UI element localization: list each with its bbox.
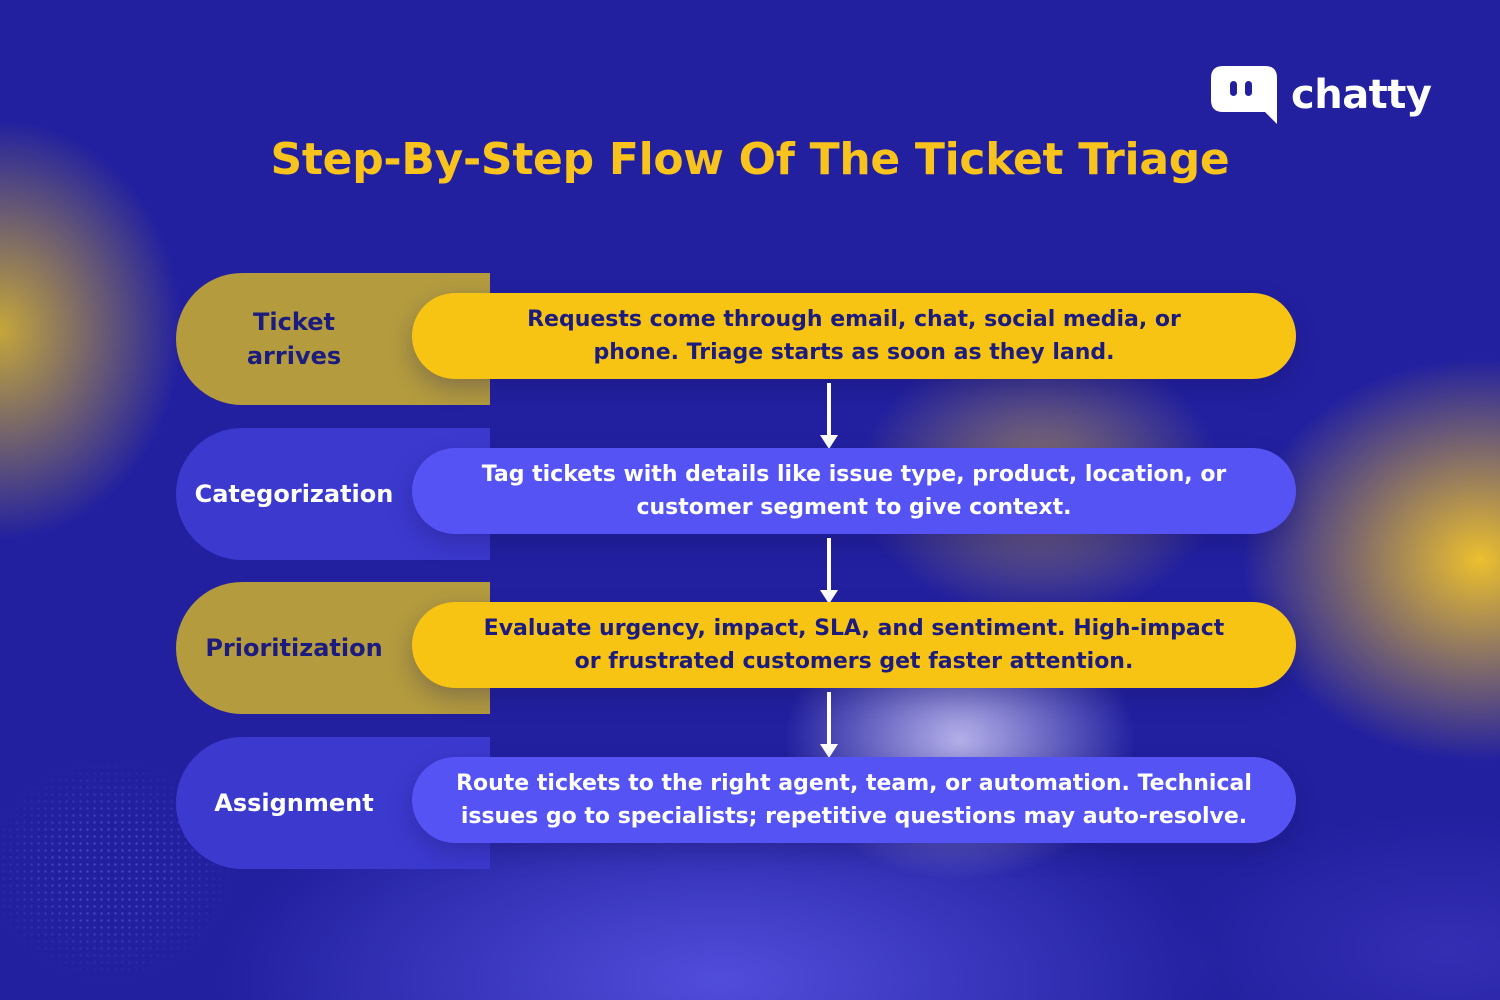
step-description: Evaluate urgency, impact, SLA, and senti… <box>484 612 1225 678</box>
step-description: Route tickets to the right agent, team, … <box>456 767 1252 833</box>
flow-step-assignment: Assignment Route tickets to the right ag… <box>176 737 1298 869</box>
step-label-line: arrives <box>246 342 342 370</box>
step-description-line: Tag tickets with details like issue type… <box>481 462 1227 487</box>
chat-bubble-icon <box>1211 66 1277 124</box>
flow-step-categorization: Categorization Tag tickets with details … <box>176 428 1298 560</box>
step-description-line: Route tickets to the right agent, team, … <box>456 771 1252 796</box>
step-label-line: Categorization <box>194 480 394 508</box>
step-description: Requests come through email, chat, socia… <box>527 303 1181 369</box>
flow-step-ticket-arrives: Ticket arrives Requests come through ema… <box>176 273 1298 405</box>
step-description-pill: Tag tickets with details like issue type… <box>412 448 1296 534</box>
step-label: Categorization <box>176 477 412 511</box>
step-label: Prioritization <box>176 631 412 665</box>
down-arrow-icon <box>820 538 838 604</box>
brand-name: chatty <box>1291 72 1432 118</box>
step-label-pill: Categorization <box>176 428 490 560</box>
chatty-logo: chatty <box>1211 66 1432 124</box>
step-label-line: Ticket <box>253 308 335 336</box>
step-description-pill: Evaluate urgency, impact, SLA, and senti… <box>412 602 1296 688</box>
step-label: Assignment <box>176 786 412 820</box>
step-description-line: issues go to specialists; repetitive que… <box>460 804 1248 829</box>
page-title: Step-By-Step Flow Of The Ticket Triage <box>270 134 1230 185</box>
down-arrow-icon <box>820 692 838 758</box>
flow-step-prioritization: Prioritization Evaluate urgency, impact,… <box>176 582 1298 714</box>
step-description-pill: Requests come through email, chat, socia… <box>412 293 1296 379</box>
step-description-line: Requests come through email, chat, socia… <box>527 307 1181 332</box>
step-description-pill: Route tickets to the right agent, team, … <box>412 757 1296 843</box>
step-description-line: Evaluate urgency, impact, SLA, and senti… <box>483 616 1225 641</box>
step-label-line: Assignment <box>214 789 374 817</box>
step-label-line: Prioritization <box>205 634 383 662</box>
step-description-line: or frustrated customers get faster atten… <box>574 649 1134 674</box>
step-description: Tag tickets with details like issue type… <box>482 458 1227 524</box>
step-description-line: phone. Triage starts as soon as they lan… <box>593 340 1115 365</box>
down-arrow-icon <box>820 383 838 449</box>
step-label: Ticket arrives <box>176 305 412 373</box>
step-description-line: customer segment to give context. <box>636 495 1072 520</box>
